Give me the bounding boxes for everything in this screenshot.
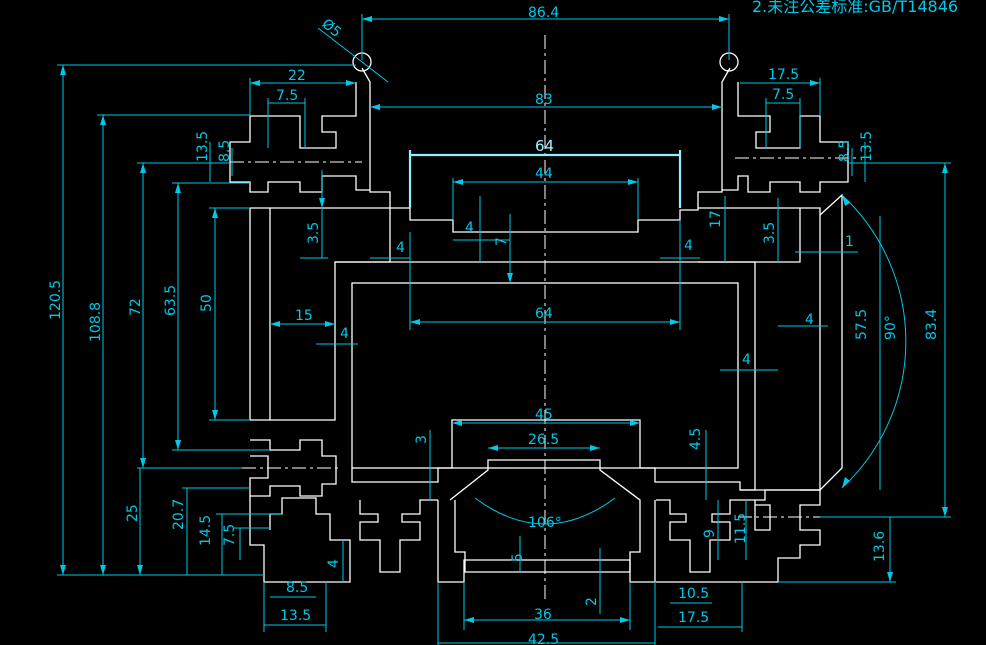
dim-44: 44 xyxy=(535,166,553,182)
dim-10-5: 10.5 xyxy=(678,586,709,602)
dim-36: 36 xyxy=(534,607,552,623)
dimension-labels: 2.未注公差标准:GB/T14846 Ø5 86.4 22 7.5 83 17.… xyxy=(48,0,958,645)
dim-3: 3 xyxy=(414,435,430,444)
dim-phi5: Ø5 xyxy=(318,16,344,41)
dim-7-5-right: 7.5 xyxy=(772,87,794,103)
dim-4-5: 4.5 xyxy=(688,428,704,450)
dim-4-b: 4 xyxy=(465,220,474,236)
dim-4-a: 4 xyxy=(396,240,405,256)
dim-7-5-vertical: 7.5 xyxy=(222,524,238,546)
dim-7: 7 xyxy=(494,237,510,246)
dim-3-5-left: 3.5 xyxy=(306,222,322,244)
dim-7-5-left: 7.5 xyxy=(276,88,298,104)
dim-8-5-bottom: 8.5 xyxy=(286,580,308,596)
dim-17-5-top: 17.5 xyxy=(768,67,799,83)
dim-9: 9 xyxy=(702,529,718,538)
dim-20-7: 20.7 xyxy=(171,499,187,530)
dim-25: 25 xyxy=(125,504,141,522)
dim-angle-106: 106° xyxy=(528,515,562,531)
selected-dimension-64[interactable]: 64 xyxy=(408,137,682,208)
dim-5: 5 xyxy=(510,553,526,562)
dim-13-5-bottom: 13.5 xyxy=(280,608,311,624)
dim-4-f: 4 xyxy=(742,352,751,368)
dim-86-4: 86.4 xyxy=(528,5,559,21)
dim-13-5-right: 13.5 xyxy=(859,131,875,162)
dim-64-top[interactable]: 64 xyxy=(535,137,554,155)
dim-8-5-left: 8.5 xyxy=(217,140,233,162)
dim-13-6: 13.6 xyxy=(872,531,888,562)
dim-13-5-left: 13.5 xyxy=(195,131,211,162)
dim-4-c: 4 xyxy=(684,238,693,254)
dimensions xyxy=(57,14,951,645)
dim-17-5-bottom: 17.5 xyxy=(678,610,709,626)
dim-120-5: 120.5 xyxy=(48,280,64,320)
dim-108-8: 108.8 xyxy=(88,302,104,342)
dim-26-5: 26.5 xyxy=(528,432,559,448)
dim-42-5: 42.5 xyxy=(528,632,559,645)
dim-57-5: 57.5 xyxy=(854,309,870,340)
dim-4-g: 4 xyxy=(326,559,342,568)
dim-8-5-right: 8.5 xyxy=(837,140,853,162)
dim-45: 45 xyxy=(535,407,553,423)
dim-63-5: 63.5 xyxy=(163,285,179,316)
profile-outline xyxy=(229,52,849,583)
dim-83-4: 83.4 xyxy=(924,309,940,340)
dim-3-5-right: 3.5 xyxy=(762,222,778,244)
dim-22: 22 xyxy=(288,68,306,84)
dim-83: 83 xyxy=(535,92,553,108)
dim-11-5: 11.5 xyxy=(733,513,749,544)
dim-72: 72 xyxy=(128,298,144,316)
dim-17: 17 xyxy=(708,210,724,228)
dim-2: 2 xyxy=(584,597,600,606)
dim-15: 15 xyxy=(295,308,313,324)
dim-4-d: 4 xyxy=(340,326,349,342)
dim-4-e: 4 xyxy=(805,312,814,328)
dim-14-5: 14.5 xyxy=(198,515,214,546)
dim-angle-90: 90° xyxy=(883,315,899,340)
dim-64-inner: 64 xyxy=(535,306,553,322)
dim-50: 50 xyxy=(199,294,215,312)
dim-1: 1 xyxy=(845,234,854,250)
tolerance-note: 2.未注公差标准:GB/T14846 xyxy=(752,0,958,16)
